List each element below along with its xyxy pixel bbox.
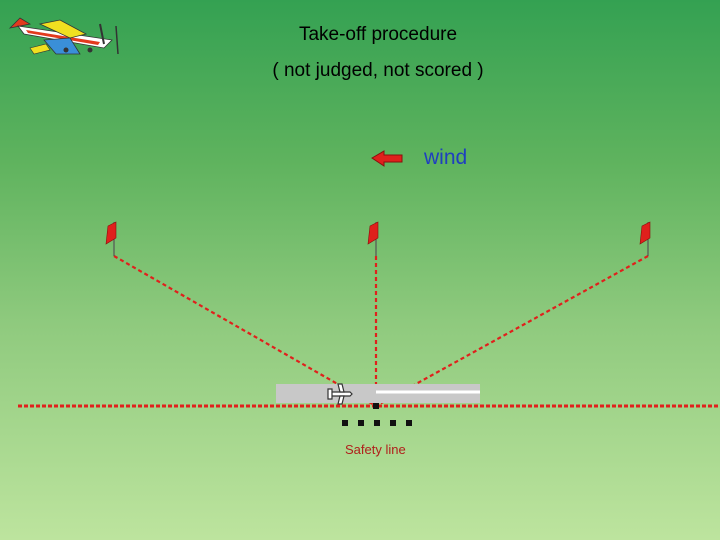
plane-icon bbox=[327, 383, 353, 405]
slide-title: Take-off procedure bbox=[298, 24, 458, 45]
safety-line-marks bbox=[342, 420, 412, 426]
pilot-marker bbox=[373, 403, 379, 409]
dashed-guide-lines bbox=[113, 255, 649, 407]
flag-center bbox=[367, 221, 379, 256]
slide-subtitle: ( not judged, not scored ) bbox=[272, 60, 484, 81]
wind-label: wind bbox=[424, 146, 468, 169]
runway bbox=[276, 384, 480, 403]
guide-line-right bbox=[375, 255, 649, 407]
aerobatic-plane-logo-icon bbox=[8, 17, 119, 55]
safety-line-label: Safety line bbox=[345, 442, 406, 457]
wind-arrow-icon bbox=[371, 150, 403, 167]
flag-right bbox=[639, 221, 651, 256]
flag-left bbox=[105, 221, 117, 256]
guide-line-left bbox=[113, 255, 377, 407]
